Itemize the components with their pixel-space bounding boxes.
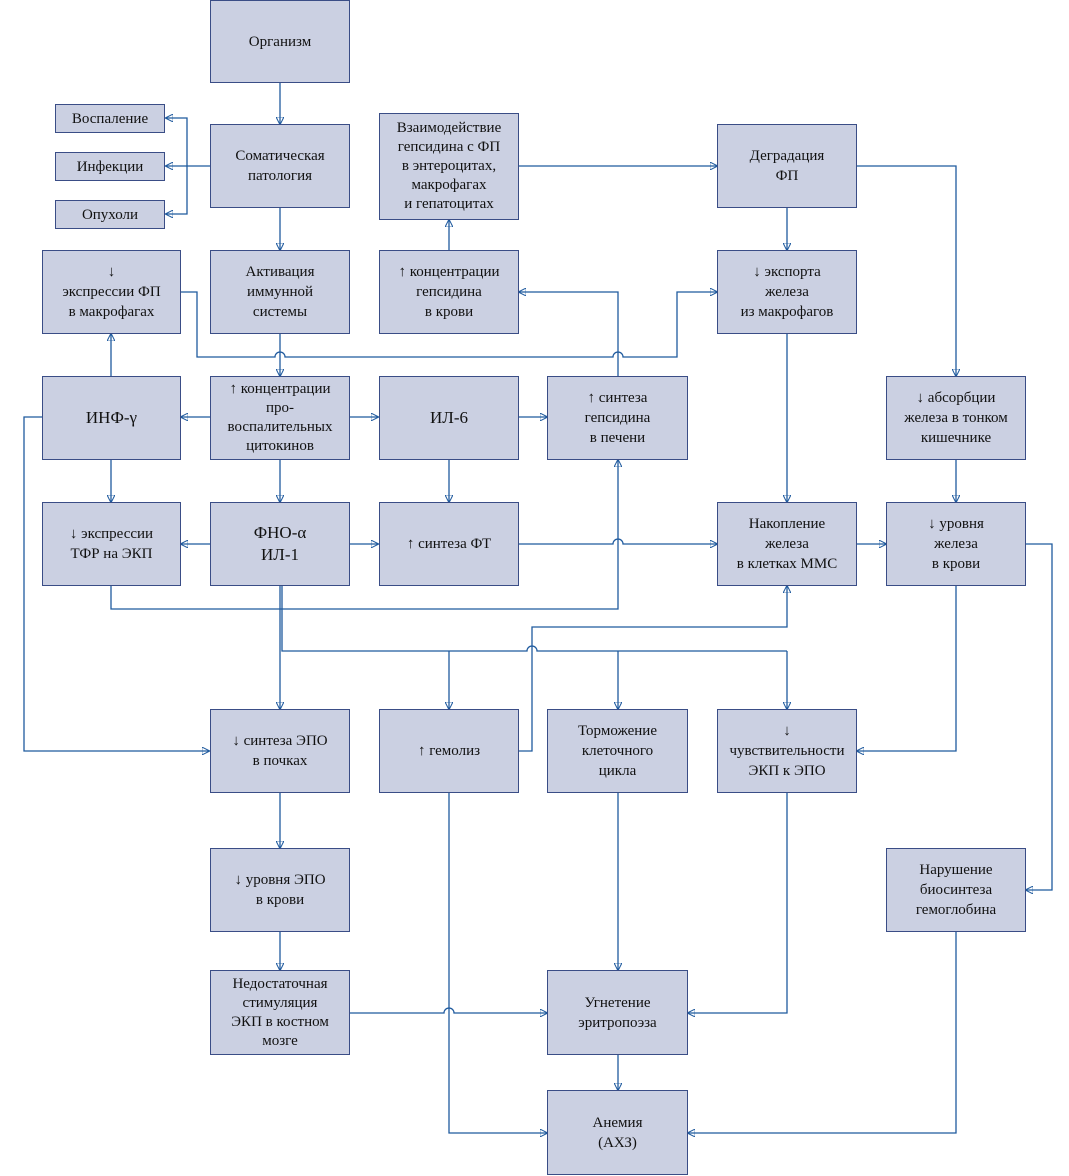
node-ifn-gamma: ИНФ-γ bbox=[42, 376, 181, 460]
arrow-ironblood-eposens bbox=[857, 586, 957, 751]
node-erythropoiesis-suppression: Угнетение эритропоэза bbox=[547, 970, 688, 1055]
node-epo-synthesis: ↓ синтеза ЭПО в почках bbox=[210, 709, 350, 793]
node-iron-accumulation-mms: Накопление железа в клетках ММС bbox=[717, 502, 857, 586]
arrow-somatic-tumors bbox=[166, 166, 188, 214]
node-somatic-pathology: Соматическая патология bbox=[210, 124, 350, 208]
node-epo-blood-level: ↓ уровня ЭПО в крови bbox=[210, 848, 350, 932]
arrow-eposens-erythro bbox=[688, 793, 788, 1013]
arrow-hb-anemia bbox=[688, 932, 957, 1133]
arrow-degradation-absorption bbox=[857, 165, 956, 376]
line-tnf-bus bbox=[281, 586, 787, 652]
node-iron-export: ↓ экспорта железа из макрофагов bbox=[717, 250, 857, 334]
arrow-hemolysis-anemia bbox=[448, 793, 547, 1133]
node-epo-sensitivity: ↓ чувствительности ЭКП к ЭПО bbox=[717, 709, 857, 793]
node-il6: ИЛ-6 bbox=[379, 376, 519, 460]
arrow-somatic-inflammation bbox=[166, 118, 210, 167]
node-hemoglobin-disorder: Нарушение биосинтеза гемоглобина bbox=[886, 848, 1026, 932]
node-anemia: Анемия (АХЗ) bbox=[547, 1090, 688, 1175]
node-hepcidin-synthesis: ↑ синтеза гепсидина в печени bbox=[547, 376, 688, 460]
node-tnf-il1: ФНО-α ИЛ-1 bbox=[210, 502, 350, 586]
node-iron-absorption: ↓ абсорбции железа в тонком кишечнике bbox=[886, 376, 1026, 460]
node-fp-expression-macrophages: ↓ экспрессии ФП в макрофагах bbox=[42, 250, 181, 334]
arrow-tfr-hepsynth bbox=[110, 460, 618, 610]
node-hepcidin-interaction: Взаимодействие гепсидина с ФП в энтероци… bbox=[379, 113, 519, 220]
node-fp-degradation: Деградация ФП bbox=[717, 124, 857, 208]
node-iron-blood-level: ↓ уровня железа в крови bbox=[886, 502, 1026, 586]
node-tfr-expression: ↓ экспрессии ТФР на ЭКП bbox=[42, 502, 181, 586]
node-hepcidin-blood: ↑ концентрации гепсидина в крови bbox=[379, 250, 519, 334]
node-insufficient-stimulation: Недостаточная стимуляция ЭКП в костном м… bbox=[210, 970, 350, 1055]
node-immune-activation: Активация иммунной системы bbox=[210, 250, 350, 334]
arrow-ifn-epo bbox=[23, 416, 209, 751]
node-inflammation: Воспаление bbox=[55, 104, 165, 133]
node-hemolysis: ↑ гемолиз bbox=[379, 709, 519, 793]
node-proinflammatory-cytokines: ↑ концентрации про- воспалительных циток… bbox=[210, 376, 350, 460]
node-infections: Инфекции bbox=[55, 152, 165, 181]
arrow-hepsynth-hepblood bbox=[519, 292, 619, 376]
arrow-fpexpr-export bbox=[181, 292, 717, 358]
node-tumors: Опухоли bbox=[55, 200, 165, 229]
node-cell-cycle-inhibition: Торможение клеточного цикла bbox=[547, 709, 688, 793]
arrow-ironblood-hb bbox=[1026, 543, 1053, 890]
node-ft-synthesis: ↑ синтеза ФТ bbox=[379, 502, 519, 586]
arrow-hemolysis-mms bbox=[519, 586, 787, 752]
node-organism: Организм bbox=[210, 0, 350, 83]
